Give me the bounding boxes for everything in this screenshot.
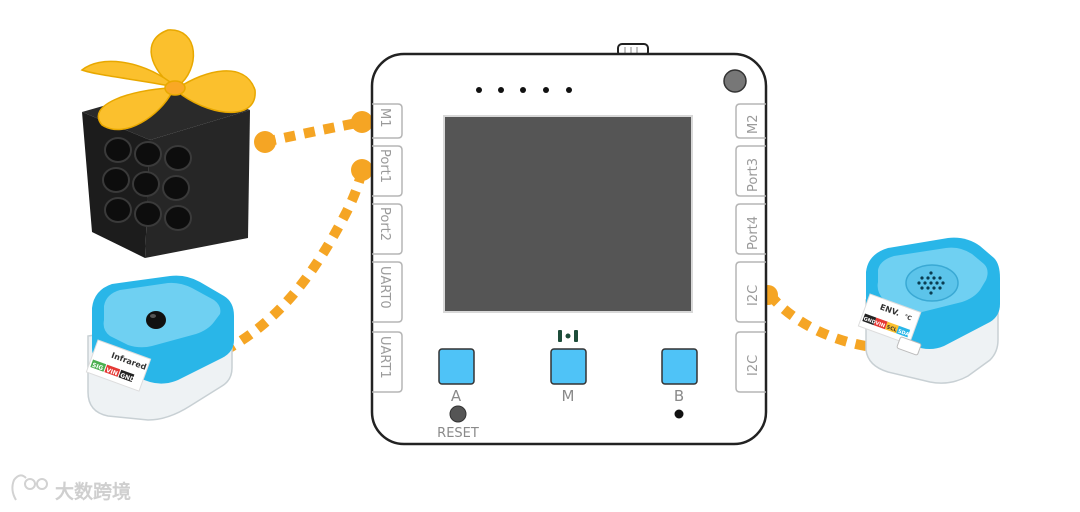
port-label-i2c-lower: I2C: [746, 355, 761, 376]
port-label-port3: Port3: [746, 158, 761, 192]
port-uart1[interactable]: UART1: [372, 331, 403, 393]
port-uart0[interactable]: UART0: [372, 261, 403, 323]
watermark-logo-icon: [11, 474, 48, 501]
port-port2[interactable]: Port2: [372, 203, 403, 255]
port-label-i2c-upper: I2C: [746, 285, 761, 306]
button-b[interactable]: [661, 348, 698, 385]
env-pin-gnd: GND: [863, 316, 877, 326]
env-module: ENV. °C GND VIN SCL SDA: [857, 237, 1000, 384]
left-ports: M1 Port1 Port2 UART0 UART1: [372, 103, 403, 393]
port-label-port4: Port4: [746, 216, 761, 250]
port-port3[interactable]: Port3: [735, 145, 766, 197]
reset-button[interactable]: [449, 405, 467, 423]
port-label-port1: Port1: [377, 149, 392, 183]
env-pin-vin: VIN: [874, 320, 885, 329]
fan-module: [80, 29, 256, 258]
port-port4[interactable]: Port4: [735, 203, 766, 255]
infrared-module: Infrared SIG VIN GND: [85, 275, 234, 421]
fan-propeller: [80, 29, 256, 131]
button-m-label: M: [562, 387, 575, 405]
env-pin-scl: SCL: [886, 324, 899, 333]
right-ports: M2 Port3 Port4 I2C I2C: [735, 103, 766, 393]
port-i2c-lower[interactable]: I2C: [735, 331, 766, 393]
port-label-uart1: UART1: [377, 336, 392, 379]
button-a-label: A: [451, 387, 462, 405]
port-i2c-upper[interactable]: I2C: [735, 261, 766, 323]
port-port1[interactable]: Port1: [372, 145, 403, 197]
cable-fan-to-m1: [254, 111, 373, 153]
env-connector: [896, 336, 922, 356]
env-pin-sda: SDA: [897, 328, 910, 338]
button-m[interactable]: [550, 348, 587, 385]
port-label-port2: Port2: [377, 207, 392, 241]
reset-label: RESET: [437, 426, 479, 441]
screen: [443, 115, 693, 313]
infrared-label: Infrared SIG VIN GND: [85, 339, 152, 392]
infrared-pin-vin: VIN: [105, 367, 119, 378]
main-board: M1 Port1 Port2 UART0 UART1 M2: [370, 43, 768, 446]
env-label: ENV. °C GND VIN SCL SDA: [857, 293, 922, 346]
port-label-m1: M1: [377, 108, 392, 128]
fan-holes: [102, 137, 192, 231]
led-dots: [476, 87, 572, 93]
button-b-label: B: [674, 387, 684, 405]
port-m1[interactable]: M1: [372, 103, 403, 139]
env-unit: °C: [903, 313, 913, 322]
m-indicator-icon: [558, 330, 578, 342]
watermark-text: 大数跨境: [55, 480, 131, 503]
port-m2[interactable]: M2: [735, 103, 766, 139]
infrared-pin-sig: SIG: [91, 362, 104, 373]
watermark: 大数跨境: [11, 474, 131, 503]
light-sensor-icon: [723, 69, 747, 93]
button-a[interactable]: [438, 348, 475, 385]
port-label-m2: M2: [746, 115, 761, 135]
port-label-uart0: UART0: [377, 266, 392, 309]
infrared-pin-gnd: GND: [119, 372, 135, 384]
mic-hole-icon: [674, 409, 684, 419]
infrared-sensor-icon: [146, 311, 166, 329]
